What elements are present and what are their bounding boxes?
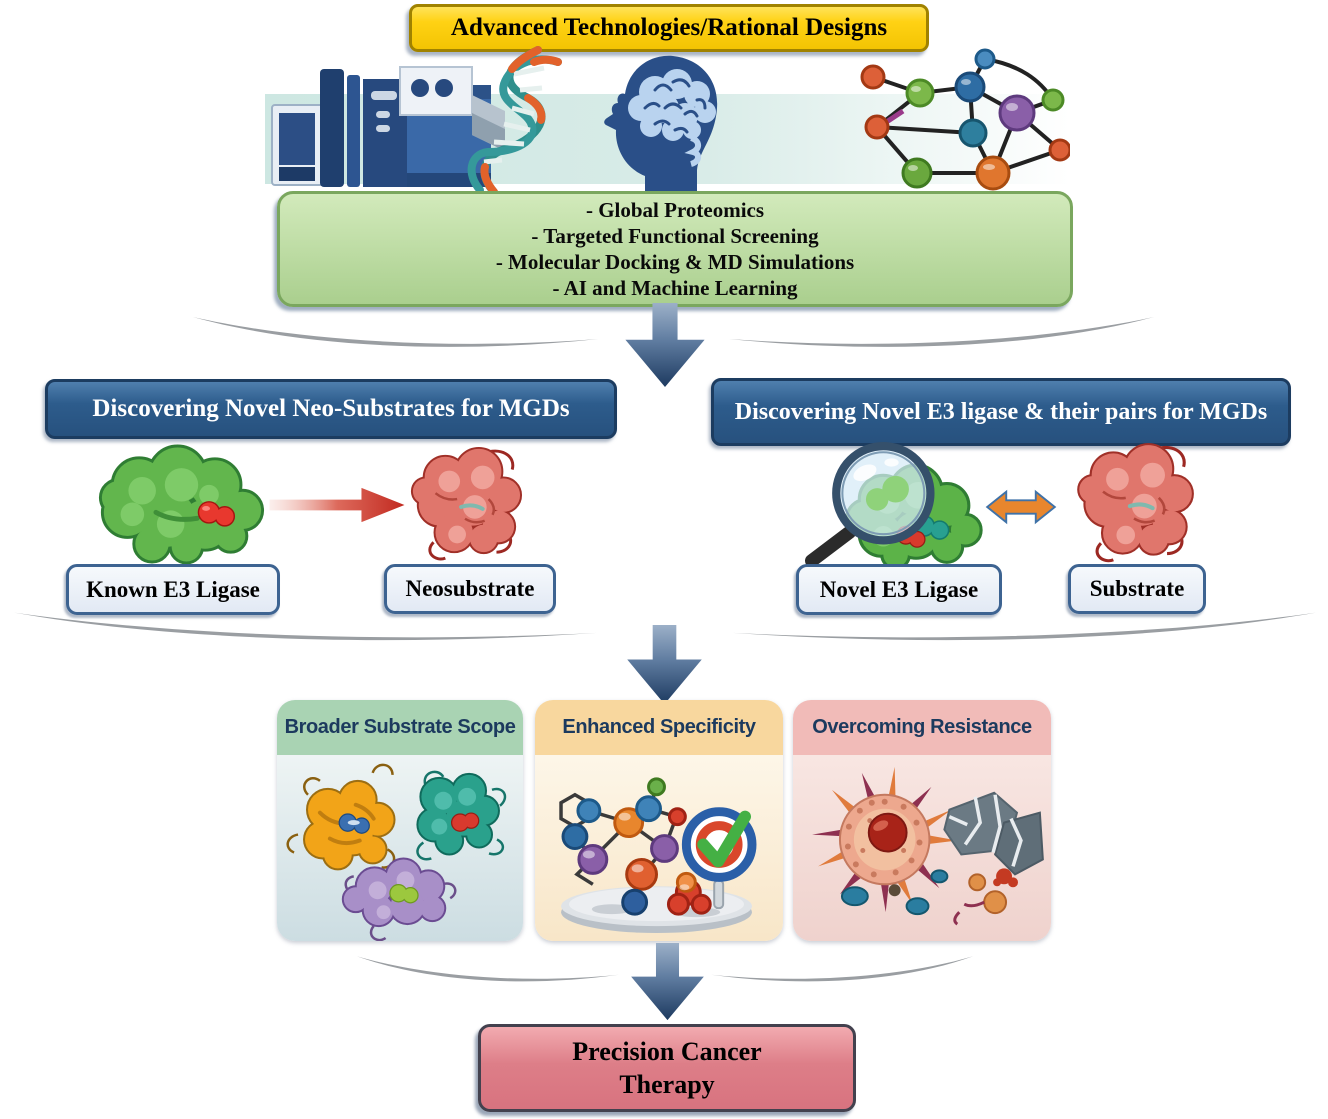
brain-ai-icon xyxy=(604,55,718,200)
outcome-card-broader-substrate-scope: Broader Substrate Scope xyxy=(277,700,523,941)
right-panel-header-label: Discovering Novel E3 ligase & their pair… xyxy=(734,399,1268,425)
method-item: - AI and Machine Learning xyxy=(552,276,798,300)
swoosh-line-right xyxy=(711,956,974,982)
methods-box: - Global Proteomics - Targeted Functiona… xyxy=(277,191,1073,307)
top-banner-label: Advanced Technologies/Rational Designs xyxy=(450,14,888,41)
final-outcome-line2: Therapy xyxy=(619,1070,715,1099)
swoosh-line-right xyxy=(732,612,1316,641)
card-title: Enhanced Specificity xyxy=(535,700,783,755)
swoosh-line-left xyxy=(192,317,599,347)
label-text: Substrate xyxy=(1089,576,1185,601)
swoosh-line-left xyxy=(356,956,619,982)
known-e3-ligase-illustration xyxy=(95,443,267,567)
card-title-text: Broader Substrate Scope xyxy=(284,716,516,738)
cancer-cell-resistance-icon xyxy=(812,766,1044,926)
label-text: Neosubstrate xyxy=(405,576,535,601)
outcome-card-overcoming-resistance: Overcoming Resistance xyxy=(793,700,1051,941)
card-illustration xyxy=(277,755,523,941)
flow-arrow-down-icon xyxy=(625,303,705,388)
neosubstrate-illustration xyxy=(410,446,523,561)
card-illustration xyxy=(535,755,783,941)
label-text: Known E3 Ligase xyxy=(86,576,260,602)
novel-e3-ligase-magnifier-illustration xyxy=(804,442,988,568)
card-title: Broader Substrate Scope xyxy=(277,700,523,755)
molecule-target-icon xyxy=(559,777,757,934)
outcome-card-enhanced-specificity: Enhanced Specificity xyxy=(535,700,783,941)
method-item: - Molecular Docking & MD Simulations xyxy=(495,250,855,274)
mass-spectrometer-icon xyxy=(271,66,505,187)
method-item: - Targeted Functional Screening xyxy=(531,224,819,248)
degradation-arrow-icon xyxy=(269,487,405,523)
label-text: Novel E3 Ligase xyxy=(819,576,979,602)
final-outcome-box: Precision Cancer Therapy xyxy=(478,1024,856,1112)
left-panel-header-label: Discovering Novel Neo-Substrates for MGD… xyxy=(92,395,570,422)
top-banner: Advanced Technologies/Rational Designs xyxy=(409,4,929,52)
substrate-label: Substrate xyxy=(1068,564,1206,614)
card-title-text: Enhanced Specificity xyxy=(562,716,756,738)
substrate-illustration xyxy=(1060,440,1208,563)
left-panel-header: Discovering Novel Neo-Substrates for MGD… xyxy=(45,379,617,439)
known-e3-ligase-label: Known E3 Ligase xyxy=(66,564,280,615)
three-proteins-icon xyxy=(286,763,507,941)
card-title: Overcoming Resistance xyxy=(793,700,1051,755)
swoosh-line-left xyxy=(14,612,598,641)
flow-arrow-down-icon xyxy=(631,943,704,1021)
interaction-arrow-icon xyxy=(985,489,1057,525)
card-title-text: Overcoming Resistance xyxy=(812,716,1032,738)
novel-e3-ligase-label: Novel E3 Ligase xyxy=(796,564,1002,615)
molecular-network-icon xyxy=(860,48,1070,191)
dna-helix-icon xyxy=(467,46,562,196)
swoosh-line-right xyxy=(729,317,1154,347)
right-panel-header: Discovering Novel E3 ligase & their pair… xyxy=(711,378,1291,446)
card-illustration xyxy=(793,755,1051,941)
neosubstrate-label: Neosubstrate xyxy=(384,564,556,614)
flow-arrow-down-icon xyxy=(627,625,702,705)
final-outcome-line1: Precision Cancer xyxy=(572,1037,762,1066)
method-item: - Global Proteomics xyxy=(585,198,765,222)
